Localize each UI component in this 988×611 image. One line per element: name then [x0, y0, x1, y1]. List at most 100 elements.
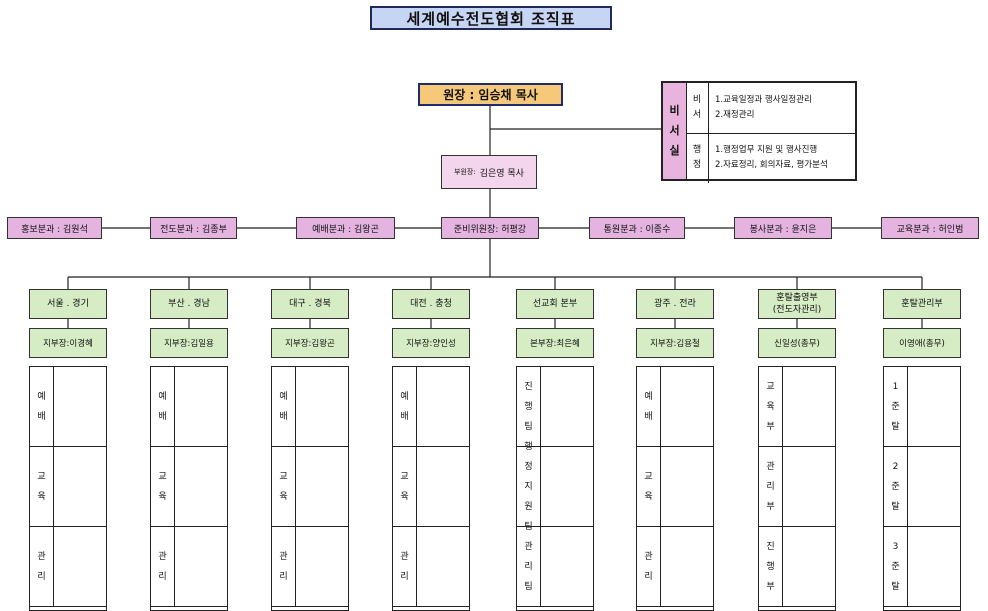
sub-unit-blank: [417, 367, 469, 447]
sub-unit-label: 예배: [637, 367, 661, 447]
vertical-char: 서: [669, 124, 680, 137]
branch-box: 광주 . 전라: [636, 289, 714, 319]
sub-unit-blank: [175, 527, 227, 607]
sub-unit-blank: [296, 447, 348, 527]
vertical-char: 실: [669, 144, 680, 157]
sub-unit-blank: [783, 527, 835, 607]
sub-unit-text: 교육: [279, 471, 288, 502]
dept-box: 준비위원장: 허평강: [441, 217, 539, 239]
sub-unit-blank: [175, 367, 227, 447]
sub-unit-blank: [661, 447, 713, 527]
dept-box: 통원분과 : 이종수: [589, 217, 685, 239]
sub-unit-text: 예배: [279, 391, 288, 422]
sub-unit-text: 예배: [644, 391, 653, 422]
sub-unit-text: 3준탈: [891, 541, 900, 592]
sub-unit-text: 교육: [37, 471, 46, 502]
sub-unit-text: 2준탈: [891, 461, 900, 512]
sub-unit-label: 3준탈: [884, 527, 908, 607]
sub-unit-label: 교육: [151, 447, 175, 527]
sub-unit-label: 관리: [637, 527, 661, 607]
sub-unit-blank: [661, 527, 713, 607]
secretariat-item: 1.행정업무 지원 및 행사진행: [715, 145, 818, 155]
sub-unit-label: 교육: [637, 447, 661, 527]
sub-unit-label: 교육: [393, 447, 417, 527]
branch-box: 훈탈관리부: [883, 289, 961, 319]
branch-chief-box: 지부장:김일용: [150, 328, 228, 358]
dept-box: 봉사분과 : 윤지은: [734, 217, 832, 239]
sub-unit-blank: [175, 447, 227, 527]
branch-chief-box: 지부장:김용철: [636, 328, 714, 358]
sub-unit-label: 관리: [393, 527, 417, 607]
sub-unit-blank: [541, 527, 593, 607]
director-box: 원장 : 임승채 목사: [418, 83, 563, 106]
sub-unit-blank: [783, 447, 835, 527]
branch-chief-box: 이영애(총무): [883, 328, 961, 358]
sub-unit-text: 예배: [37, 391, 46, 422]
branch-chief-box: 지부장:양인성: [392, 328, 470, 358]
branch-chief-box: 지부장:김왕곤: [271, 328, 349, 358]
branch-chief-box: 지부장:이경혜: [29, 328, 107, 358]
sub-unit-blank: [54, 447, 106, 527]
sub-unit-blank: [417, 527, 469, 607]
branch-chief-box: 본부장:최은혜: [516, 328, 594, 358]
vertical-char: 비: [692, 95, 702, 105]
sub-unit-label: 예배: [272, 367, 296, 447]
sub-unit-text: 관리: [37, 551, 46, 582]
dept-box: 교육분과 : 허인범: [881, 217, 979, 239]
sub-unit-blank: [541, 447, 593, 527]
vice-director-name: 김은영 목사: [479, 168, 524, 179]
dept-box: 예배분과 : 김왕곤: [296, 217, 395, 239]
sub-unit-text: 관리부: [766, 461, 775, 512]
sub-unit-text: 교육부: [766, 381, 775, 432]
sub-unit-label: 2준탈: [884, 447, 908, 527]
sub-unit-text: 관리: [644, 551, 653, 582]
branch-box: 대구 . 경북: [271, 289, 349, 319]
sub-unit-blank: [296, 367, 348, 447]
vice-director-prefix: 부원장:: [454, 168, 476, 176]
sub-unit-text: 진행부: [766, 541, 775, 592]
sub-unit-text: 관리: [279, 551, 288, 582]
sub-unit-text: 관리: [158, 551, 167, 582]
sub-unit-label: 관리: [30, 527, 54, 607]
sub-unit-label: 교육: [30, 447, 54, 527]
sub-unit-blank: [417, 447, 469, 527]
sub-unit-text: 예배: [158, 391, 167, 422]
vertical-char: 정: [692, 160, 702, 170]
branch-box: 훈탈출영부(전도자관리): [758, 289, 836, 319]
sub-unit-label: 진행팀: [517, 367, 541, 447]
sub-unit-label: 관리: [151, 527, 175, 607]
sub-unit-text: 진행팀: [524, 381, 533, 432]
sub-unit-text: 교육: [158, 471, 167, 502]
dept-box: 홍보분과 : 김원석: [7, 217, 102, 239]
branch-box: 선교회 본부: [516, 289, 594, 319]
sub-unit-text: 교육: [644, 471, 653, 502]
sub-unit-text: 행정지원팀: [524, 441, 533, 532]
sub-unit-text: 교육: [400, 471, 409, 502]
sub-unit-blank: [908, 447, 960, 527]
sub-unit-label: 예배: [30, 367, 54, 447]
sub-unit-blank: [54, 367, 106, 447]
sub-unit-blank: [661, 367, 713, 447]
sub-unit-label: 1준탈: [884, 367, 908, 447]
sub-unit-blank: [783, 367, 835, 447]
vertical-char: 서: [692, 110, 702, 120]
branch-sub-table: 1준탈 2준탈 3준탈: [883, 366, 961, 611]
secretariat-divider: [686, 133, 855, 134]
vertical-char: 비: [669, 104, 680, 117]
dept-box: 전도분과 : 김종부: [150, 217, 237, 239]
secretariat-item: 1.교육일정과 행사일정관리: [715, 95, 812, 105]
vice-director-box: 부원장: 김은영 목사: [441, 155, 537, 189]
sub-unit-text: 1준탈: [891, 381, 900, 432]
secretariat-desc-1: 1.교육일정과 행사일정관리 2.재정관리: [715, 87, 851, 129]
vertical-char: 행: [692, 145, 702, 155]
page-title: 세계예수전도협회 조직표: [370, 6, 612, 30]
